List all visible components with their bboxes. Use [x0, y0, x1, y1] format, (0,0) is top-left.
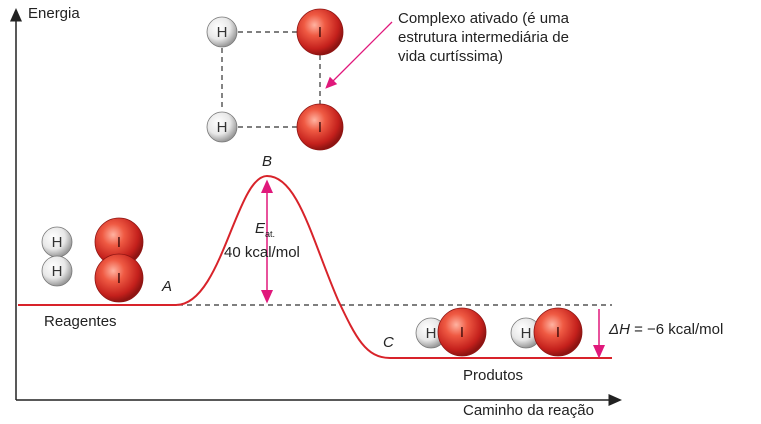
activation-energy-symbol: E — [255, 220, 266, 237]
hydrogen-iodide-molecule: H I — [510, 307, 583, 357]
svg-text:I: I — [460, 324, 464, 341]
activation-energy-label: Eat. — [255, 220, 275, 239]
point-a-label: A — [161, 278, 172, 295]
iodine-atom: I — [296, 103, 344, 151]
svg-text:I: I — [318, 24, 322, 41]
svg-text:H: H — [217, 119, 228, 136]
y-axis-label: Energia — [28, 5, 80, 22]
svg-text:I: I — [117, 234, 121, 251]
activated-complex-pointer-arrow — [325, 21, 393, 89]
delta-h-symbol: ΔH — [608, 321, 630, 338]
hydrogen-iodide-molecule: H I — [415, 307, 487, 357]
svg-text:H: H — [52, 234, 63, 251]
iodine-atom: I — [296, 8, 344, 56]
activation-energy-subscript: at. — [265, 229, 275, 239]
x-axis-label: Caminho da reação — [463, 402, 594, 419]
delta-h-label: ΔH = −6 kcal/mol — [608, 321, 723, 338]
activation-energy-value: 40 kcal/mol — [224, 244, 300, 261]
hydrogen-atom: H — [41, 226, 73, 258]
activated-complex: H I H I — [206, 8, 344, 151]
hydrogen-atom: H — [206, 111, 238, 143]
svg-text:H: H — [426, 325, 437, 342]
svg-text:H: H — [217, 24, 228, 41]
hydrogen-atom: H — [206, 16, 238, 48]
svg-text:I: I — [318, 119, 322, 136]
product-molecules: H I H I — [415, 307, 583, 357]
activated-complex-annotation: Complexo ativado (é uma estrutura interm… — [398, 10, 573, 65]
svg-text:H: H — [521, 325, 532, 342]
reactant-molecules: I I H H — [41, 217, 144, 303]
point-b-label: B — [262, 153, 272, 170]
reactants-label: Reagentes — [44, 313, 117, 330]
axes: Energia Caminho da reação — [10, 5, 622, 419]
svg-text:I: I — [556, 324, 560, 341]
hydrogen-atom: H — [41, 255, 73, 287]
products-label: Produtos — [463, 367, 523, 384]
svg-text:I: I — [117, 270, 121, 287]
iodine-atom: I — [94, 253, 144, 303]
point-c-label: C — [383, 334, 394, 351]
energy-curve — [18, 174, 612, 359]
svg-text:H: H — [52, 263, 63, 280]
delta-h-value: = −6 kcal/mol — [634, 321, 723, 338]
